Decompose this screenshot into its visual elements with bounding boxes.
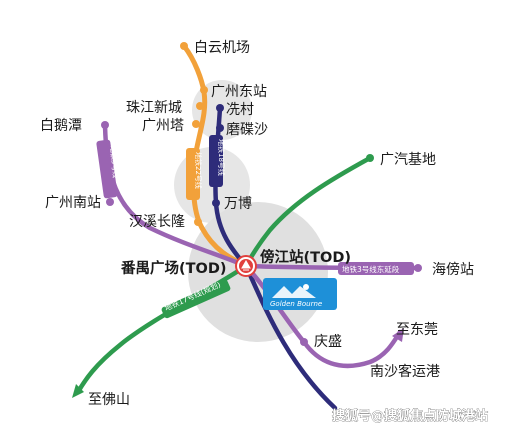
station-dot-modiesha: [216, 124, 224, 132]
line-22-label: 地铁22号线: [194, 152, 203, 189]
station-dot-gz-east: [200, 86, 208, 94]
label-hanxi: 汉溪长隆: [129, 214, 185, 230]
label-wanbo: 万博: [224, 195, 252, 212]
sun-icon: [303, 284, 309, 290]
project-sign-text: Golden Bourne: [270, 300, 322, 308]
line-17-label-box: [161, 279, 231, 319]
watermark: 搜狐号@搜狐焦点防城港站: [332, 408, 489, 425]
line-18: 地铁18号线: [209, 105, 338, 411]
line-3: 地铁3号线 地铁3号线东延段: [96, 122, 421, 369]
mountain-sun-logo-icon: [272, 286, 316, 298]
label-canton-tower: 广州塔: [142, 118, 184, 134]
label-nansha-port: 南沙客运港: [370, 363, 440, 380]
line-3-ext-label: 地铁3号线东延段: [342, 264, 400, 274]
label-baiyun: 白云机场: [194, 40, 250, 56]
line-18-label: 地铁18号线: [217, 139, 226, 176]
label-gz-east: 广州东站: [211, 84, 267, 100]
label-modiesha: 磨碟沙: [226, 122, 268, 138]
line-17-arrow-foshan: [72, 384, 84, 398]
label-pangjiang: 傍江站(TOD): [260, 248, 351, 266]
label-panyu-square: 番禺广场(TOD): [120, 259, 227, 277]
station-dot-haipang: [414, 264, 422, 272]
station-dot-baietan: [101, 121, 109, 129]
line-22-label-box: [186, 148, 200, 200]
hub-station: [235, 255, 257, 277]
station-labels: 白云机场 广州东站 珠江新城 冼村 广州塔 磨碟沙 白鹅潭 广汽基地 广州南站 …: [40, 40, 474, 408]
project-sign: Golden Bourne: [263, 278, 337, 310]
line-3-label: 地铁3号线: [108, 145, 120, 178]
station-dot-wanbo: [212, 199, 220, 207]
watermark-text: 搜狐号@搜狐焦点防城港站: [332, 408, 488, 424]
station-dot-guangqi: [366, 154, 374, 162]
hub-metro-icon: [241, 259, 251, 271]
station-dots: [101, 42, 422, 346]
line-18-label-box: [209, 135, 223, 187]
label-baietan: 白鹅潭: [40, 117, 82, 134]
label-to-dongguan: 至东莞: [396, 322, 438, 338]
station-dot-baiyun: [180, 42, 188, 50]
label-qingsheng: 庆盛: [314, 334, 342, 350]
station-dot-gz-south: [106, 198, 114, 206]
station-dot-xiancun: [216, 104, 224, 112]
label-zhujiang: 珠江新城: [126, 100, 182, 116]
station-dot-zhujiang: [196, 102, 204, 110]
line-3-arrow-dongguan: [392, 328, 404, 342]
station-dot-qingsheng: [300, 338, 308, 346]
line-3-ext-label-box: [338, 262, 414, 275]
line-22: 地铁22号线: [181, 43, 249, 269]
label-haipang: 海傍站: [432, 261, 474, 278]
label-gz-south: 广州南站: [45, 195, 101, 211]
label-to-foshan: 至佛山: [88, 392, 130, 408]
label-xiancun: 冼村: [226, 102, 254, 118]
line-3-label-box: [96, 139, 118, 199]
station-dot-canton-tower: [192, 120, 200, 128]
station-dot-hanxi: [194, 218, 202, 226]
label-guangqi: 广汽基地: [380, 151, 436, 168]
